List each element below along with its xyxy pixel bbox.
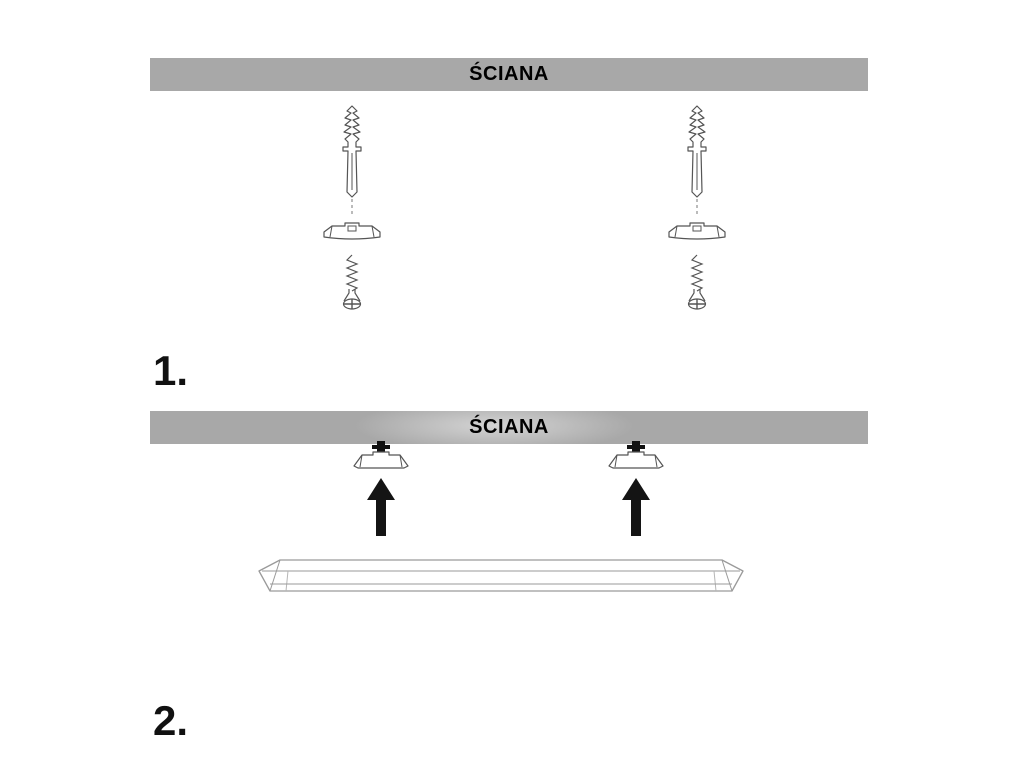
wall-plug-icon — [342, 105, 362, 214]
up-arrow-icon — [622, 478, 650, 536]
wall-plug-icon — [687, 105, 707, 214]
wall-label-step1: ŚCIANA — [469, 63, 549, 85]
mounting-clip-icon — [323, 222, 381, 240]
light-fixture-icon — [258, 559, 744, 592]
step-number-1: 1. — [153, 347, 189, 394]
mounting-clip-icon — [668, 222, 726, 240]
screw-icon — [687, 254, 707, 310]
mounted-clip-icon — [608, 441, 664, 469]
wall-bar-step1: ŚCIANA — [150, 58, 868, 91]
wall-label-step2: ŚCIANA — [469, 416, 549, 438]
step-number-2: 2. — [153, 697, 189, 744]
screw-icon — [342, 254, 362, 310]
wall-bar-step2: ŚCIANA — [150, 411, 868, 444]
up-arrow-icon — [367, 478, 395, 536]
mounted-clip-icon — [353, 441, 409, 469]
